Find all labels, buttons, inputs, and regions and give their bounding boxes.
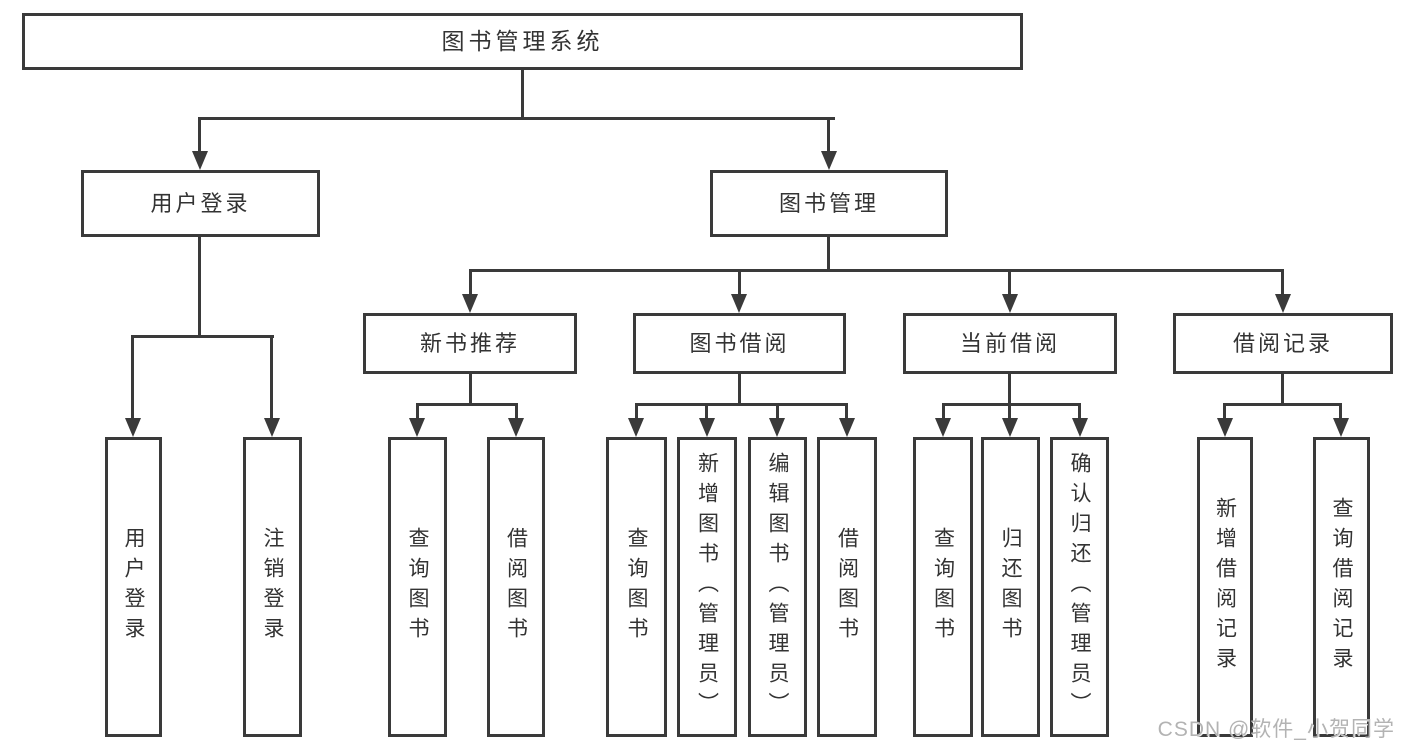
- connector-line: [198, 117, 835, 120]
- leaf-edit-books-admin-label: 编辑图书（管理员）: [766, 452, 789, 722]
- leaf-borrow-books-label: 借阅图书: [835, 527, 859, 647]
- leaf-edit-books-admin: 编辑图书（管理员）: [748, 437, 807, 737]
- arrow-down-icon: [699, 418, 715, 437]
- node-new-book-recommend: 新书推荐: [363, 313, 577, 374]
- arrow-down-icon: [821, 151, 837, 170]
- leaf-add-books-admin: 新增图书（管理员）: [677, 437, 737, 737]
- connector-line: [270, 335, 273, 421]
- arrow-down-icon: [462, 294, 478, 313]
- arrow-down-icon: [1002, 294, 1018, 313]
- arrow-down-icon: [1072, 418, 1088, 437]
- leaf-query-books-current-label: 查询图书: [931, 527, 955, 647]
- leaf-add-borrow-record-label: 新增借阅记录: [1213, 497, 1237, 677]
- connector-line: [1223, 403, 1342, 406]
- watermark: CSDN @软件_小贺同学: [1157, 718, 1395, 741]
- leaf-return-books: 归还图书: [981, 437, 1040, 737]
- leaf-borrow-books-recommend: 借阅图书: [487, 437, 545, 737]
- connector-line: [705, 403, 708, 421]
- node-current-borrowing: 当前借阅: [903, 313, 1117, 374]
- connector-line: [635, 403, 848, 406]
- connector-line: [131, 335, 134, 421]
- connector-line: [1281, 374, 1284, 405]
- node-book-borrowing: 图书借阅: [633, 313, 846, 374]
- arrow-down-icon: [409, 418, 425, 437]
- node-borrowing-records-label: 借阅记录: [1232, 330, 1333, 356]
- arrow-down-icon: [508, 418, 524, 437]
- arrow-down-icon: [125, 418, 141, 437]
- connector-line: [469, 374, 472, 405]
- node-root-label: 图书管理系统: [441, 28, 604, 54]
- leaf-logout-label: 注销登录: [261, 527, 284, 647]
- connector-line: [1008, 403, 1011, 421]
- connector-line: [515, 403, 518, 421]
- node-book-management: 图书管理: [710, 170, 948, 237]
- connector-line: [942, 403, 1081, 406]
- node-root: 图书管理系统: [22, 13, 1023, 70]
- connector-line: [1223, 403, 1226, 421]
- arrow-down-icon: [264, 418, 280, 437]
- connector-line: [827, 237, 830, 272]
- connector-line: [738, 269, 741, 296]
- connector-line: [198, 117, 201, 154]
- connector-line: [827, 117, 830, 154]
- connector-line: [1339, 403, 1342, 421]
- arrow-down-icon: [1002, 418, 1018, 437]
- node-user-login-label: 用户登录: [150, 190, 251, 216]
- leaf-user-login-label: 用户登录: [122, 527, 145, 647]
- node-book-borrowing-label: 图书借阅: [689, 330, 790, 356]
- leaf-borrow-books: 借阅图书: [817, 437, 877, 737]
- arrow-down-icon: [192, 151, 208, 170]
- connector-line: [416, 403, 419, 421]
- leaf-query-books-borrowing: 查询图书: [606, 437, 667, 737]
- leaf-add-borrow-record: 新增借阅记录: [1197, 437, 1253, 737]
- connector-line: [469, 269, 472, 296]
- connector-line: [738, 374, 741, 405]
- leaf-user-login: 用户登录: [105, 437, 162, 737]
- leaf-borrow-books-recommend-label: 借阅图书: [504, 527, 528, 647]
- arrow-down-icon: [839, 418, 855, 437]
- leaf-query-books-recommend: 查询图书: [388, 437, 447, 737]
- leaf-return-books-label: 归还图书: [999, 527, 1022, 647]
- arrow-down-icon: [628, 418, 644, 437]
- arrow-down-icon: [1333, 418, 1349, 437]
- connector-line: [1008, 269, 1011, 296]
- node-new-book-recommend-label: 新书推荐: [419, 330, 520, 356]
- connector-line: [845, 403, 848, 421]
- leaf-logout: 注销登录: [243, 437, 302, 737]
- leaf-add-books-admin-label: 新增图书（管理员）: [695, 452, 719, 722]
- arrow-down-icon: [935, 418, 951, 437]
- leaf-query-books-recommend-label: 查询图书: [406, 527, 429, 647]
- connector-line: [1078, 403, 1081, 421]
- connector-line: [1281, 269, 1284, 296]
- connector-line: [635, 403, 638, 421]
- node-current-borrowing-label: 当前借阅: [959, 330, 1060, 356]
- arrow-down-icon: [1275, 294, 1291, 313]
- arrow-down-icon: [1217, 418, 1233, 437]
- arrow-down-icon: [769, 418, 785, 437]
- leaf-query-borrow-record-label: 查询借阅记录: [1330, 497, 1353, 677]
- leaf-query-books-current: 查询图书: [913, 437, 973, 737]
- node-book-management-label: 图书管理: [778, 190, 879, 216]
- connector-line: [469, 269, 1284, 272]
- leaf-query-books-borrowing-label: 查询图书: [625, 527, 648, 647]
- leaf-confirm-return-admin: 确认归还（管理员）: [1050, 437, 1109, 737]
- leaf-query-borrow-record: 查询借阅记录: [1313, 437, 1370, 737]
- arrow-down-icon: [731, 294, 747, 313]
- connector-line: [131, 335, 274, 338]
- leaf-confirm-return-admin-label: 确认归还（管理员）: [1068, 452, 1091, 722]
- connector-line: [198, 237, 201, 338]
- connector-line: [776, 403, 779, 421]
- connector-line: [1008, 374, 1011, 405]
- connector-line: [416, 403, 518, 406]
- connector-line: [942, 403, 945, 421]
- node-borrowing-records: 借阅记录: [1173, 313, 1393, 374]
- connector-line: [521, 70, 524, 119]
- node-user-login: 用户登录: [81, 170, 320, 237]
